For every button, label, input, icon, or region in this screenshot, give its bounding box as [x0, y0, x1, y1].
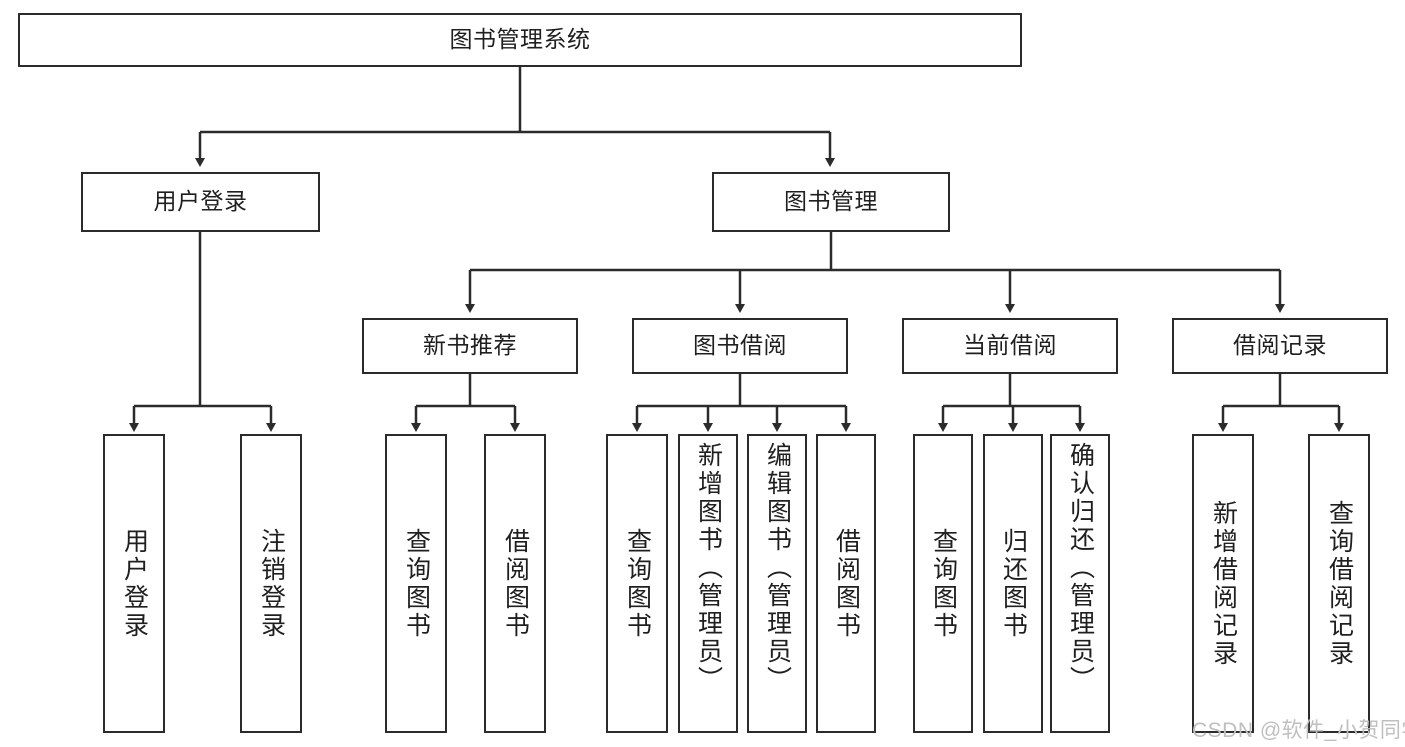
node-leaf-borrow-book-label: 借阅图书: [832, 527, 861, 640]
node-user-login-label: 用户登录: [153, 188, 248, 215]
node-leaf-edit-book-admin[interactable]: 编辑图书（管理员）: [747, 434, 807, 733]
node-leaf-add-borrow-record-label: 新增借阅记录: [1209, 499, 1238, 668]
node-book-borrow[interactable]: 图书借阅: [632, 318, 848, 374]
node-root[interactable]: 图书管理系统: [18, 13, 1022, 67]
node-new-book-recommend[interactable]: 新书推荐: [362, 318, 578, 374]
node-leaf-query-book-current-label: 查询图书: [929, 527, 958, 640]
node-leaf-query-book-borrow-label: 查询图书: [623, 527, 652, 640]
node-new-book-recommend-label: 新书推荐: [423, 332, 517, 359]
node-leaf-return-book-label: 归还图书: [999, 527, 1028, 640]
node-leaf-query-book-current[interactable]: 查询图书: [913, 434, 973, 733]
node-root-label: 图书管理系统: [449, 26, 591, 53]
node-leaf-borrow-book-recommend-label: 借阅图书: [501, 527, 530, 640]
node-leaf-query-book-recommend-label: 查询图书: [402, 527, 431, 640]
node-leaf-borrow-book-recommend[interactable]: 借阅图书: [484, 434, 546, 733]
node-leaf-user-login-label: 用户登录: [120, 527, 149, 640]
node-current-borrow-label: 当前借阅: [963, 332, 1057, 359]
node-leaf-add-book-admin[interactable]: 新增图书（管理员）: [678, 434, 738, 733]
node-leaf-edit-book-admin-label: 编辑图书（管理员）: [763, 442, 792, 694]
node-leaf-user-logout-label: 注销登录: [257, 527, 286, 640]
node-leaf-user-login[interactable]: 用户登录: [103, 434, 165, 733]
node-leaf-confirm-return-admin[interactable]: 确认归还（管理员）: [1050, 434, 1110, 733]
node-borrow-record[interactable]: 借阅记录: [1172, 318, 1388, 374]
node-leaf-return-book[interactable]: 归还图书: [983, 434, 1043, 733]
node-book-management-label: 图书管理: [784, 188, 878, 215]
node-leaf-query-book-borrow[interactable]: 查询图书: [606, 434, 668, 733]
node-leaf-query-book-recommend[interactable]: 查询图书: [385, 434, 447, 733]
node-leaf-confirm-return-admin-label: 确认归还（管理员）: [1066, 442, 1095, 694]
node-leaf-borrow-book[interactable]: 借阅图书: [816, 434, 876, 733]
node-leaf-add-book-admin-label: 新增图书（管理员）: [694, 442, 723, 694]
node-book-borrow-label: 图书借阅: [693, 332, 787, 359]
node-leaf-query-borrow-record[interactable]: 查询借阅记录: [1308, 434, 1370, 733]
node-borrow-record-label: 借阅记录: [1233, 332, 1327, 359]
node-user-login[interactable]: 用户登录: [81, 172, 320, 232]
node-leaf-add-borrow-record[interactable]: 新增借阅记录: [1192, 434, 1254, 733]
node-book-management[interactable]: 图书管理: [712, 172, 950, 232]
node-current-borrow[interactable]: 当前借阅: [902, 318, 1118, 374]
node-leaf-query-borrow-record-label: 查询借阅记录: [1325, 499, 1354, 668]
node-leaf-user-logout[interactable]: 注销登录: [240, 434, 302, 733]
